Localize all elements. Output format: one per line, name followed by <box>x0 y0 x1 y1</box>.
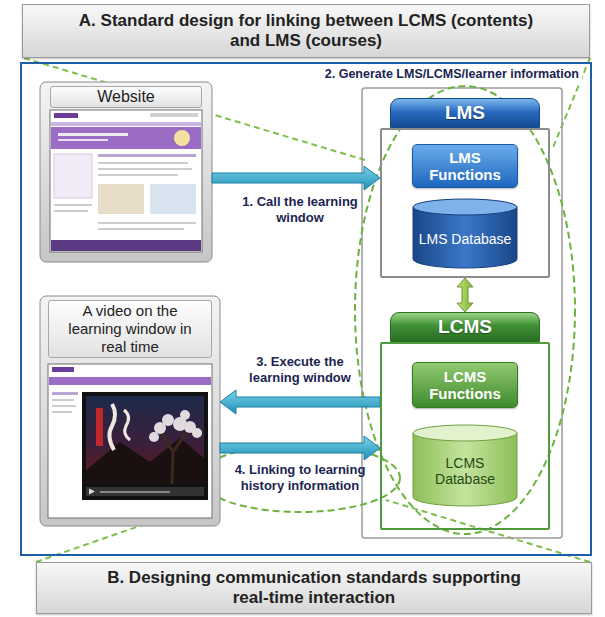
system-box: LCMS LCMS FunctionsLCMS Database <box>380 312 550 530</box>
edge-label: 4. Linking to learning history informati… <box>215 462 385 494</box>
database-label: LMS Database <box>415 231 516 247</box>
banner-image <box>174 130 190 146</box>
system-group-frame <box>362 88 562 538</box>
database-label: LCMS Database <box>412 455 518 487</box>
panel-title: Website <box>50 86 202 108</box>
title-band: A. Standard design for linking between L… <box>22 4 590 58</box>
site-sidebar-line <box>52 399 74 401</box>
site-text-line <box>54 204 92 206</box>
video-panel: A video on the learning window in real t… <box>40 296 220 526</box>
site-photo <box>150 184 196 214</box>
function-label: LMS Functions <box>413 149 517 183</box>
video-progress <box>100 491 170 493</box>
screen <box>50 110 202 252</box>
flow-arrow <box>212 166 380 190</box>
flow-arrow <box>220 436 380 460</box>
site-text-line <box>98 228 184 230</box>
highlight-ellipse <box>355 86 575 534</box>
video-mountains <box>86 438 204 484</box>
video-brush-stroke <box>124 410 130 440</box>
zoom-guide-lines <box>24 58 590 562</box>
frame-heading: 2. Generate LMS/LCMS/learner information <box>322 67 582 82</box>
site-banner <box>51 127 201 149</box>
site-photo <box>98 184 144 214</box>
function-box: LCMS Functions <box>412 362 518 408</box>
video-frame <box>86 396 204 484</box>
site-text-line <box>98 174 178 176</box>
edge-label: 3. Execute the learning window <box>238 354 362 386</box>
panel-title: A video on the learning window in real t… <box>48 300 212 358</box>
cylinder-body <box>413 433 517 506</box>
flow-arrow <box>220 390 380 414</box>
site-nav <box>51 122 201 126</box>
site-footer <box>51 240 201 251</box>
site-sidebar <box>54 154 92 198</box>
database-cylinder: LMS Database <box>412 198 518 268</box>
function-label: LCMS Functions <box>413 368 517 402</box>
banner-line <box>58 133 128 136</box>
database-cylinder: LCMS Database <box>412 424 518 506</box>
video-tree <box>161 430 188 484</box>
site-text-line <box>98 168 192 170</box>
site-text-line <box>98 154 196 157</box>
site-sidebar-line <box>52 411 72 413</box>
monitor-frame <box>40 296 220 526</box>
site-text-line <box>98 162 188 164</box>
site-banner <box>49 377 211 385</box>
site-sidebar-line <box>52 392 78 395</box>
edge-label: 1. Call the learning window <box>238 194 362 226</box>
title-band: B. Designing communication standards sup… <box>36 562 592 614</box>
site-sidebar-line <box>52 405 76 407</box>
video-blossoms <box>149 410 202 442</box>
cylinder-top <box>413 425 517 441</box>
website-monitor <box>40 82 212 262</box>
site-text-line <box>54 210 88 212</box>
video-monitor <box>40 296 220 526</box>
flow-arrow <box>457 278 473 312</box>
video-play-button <box>89 489 95 495</box>
video-player <box>82 392 208 500</box>
band-title: A. Standard design for linking between L… <box>71 11 541 51</box>
system-header: LMS <box>390 98 540 128</box>
screen <box>48 364 212 518</box>
zoom-line <box>386 500 590 562</box>
banner-line <box>58 139 108 141</box>
site-menu <box>150 113 198 117</box>
cylinder-body <box>413 207 517 268</box>
cylinder-top <box>413 199 517 215</box>
website-panel: Website <box>40 82 212 262</box>
site-logo <box>52 367 74 372</box>
video-brush-stroke <box>96 408 103 446</box>
video-brush-stroke <box>109 404 115 450</box>
function-box: LMS Functions <box>412 144 518 188</box>
band-title: B. Designing communication standards sup… <box>104 568 524 608</box>
monitor-frame <box>40 82 212 262</box>
site-text-line <box>98 222 196 224</box>
site-logo <box>54 113 78 118</box>
system-box: LMS LMS FunctionsLMS Database <box>380 98 550 278</box>
video-controls <box>86 487 204 496</box>
system-header: LCMS <box>390 312 540 342</box>
